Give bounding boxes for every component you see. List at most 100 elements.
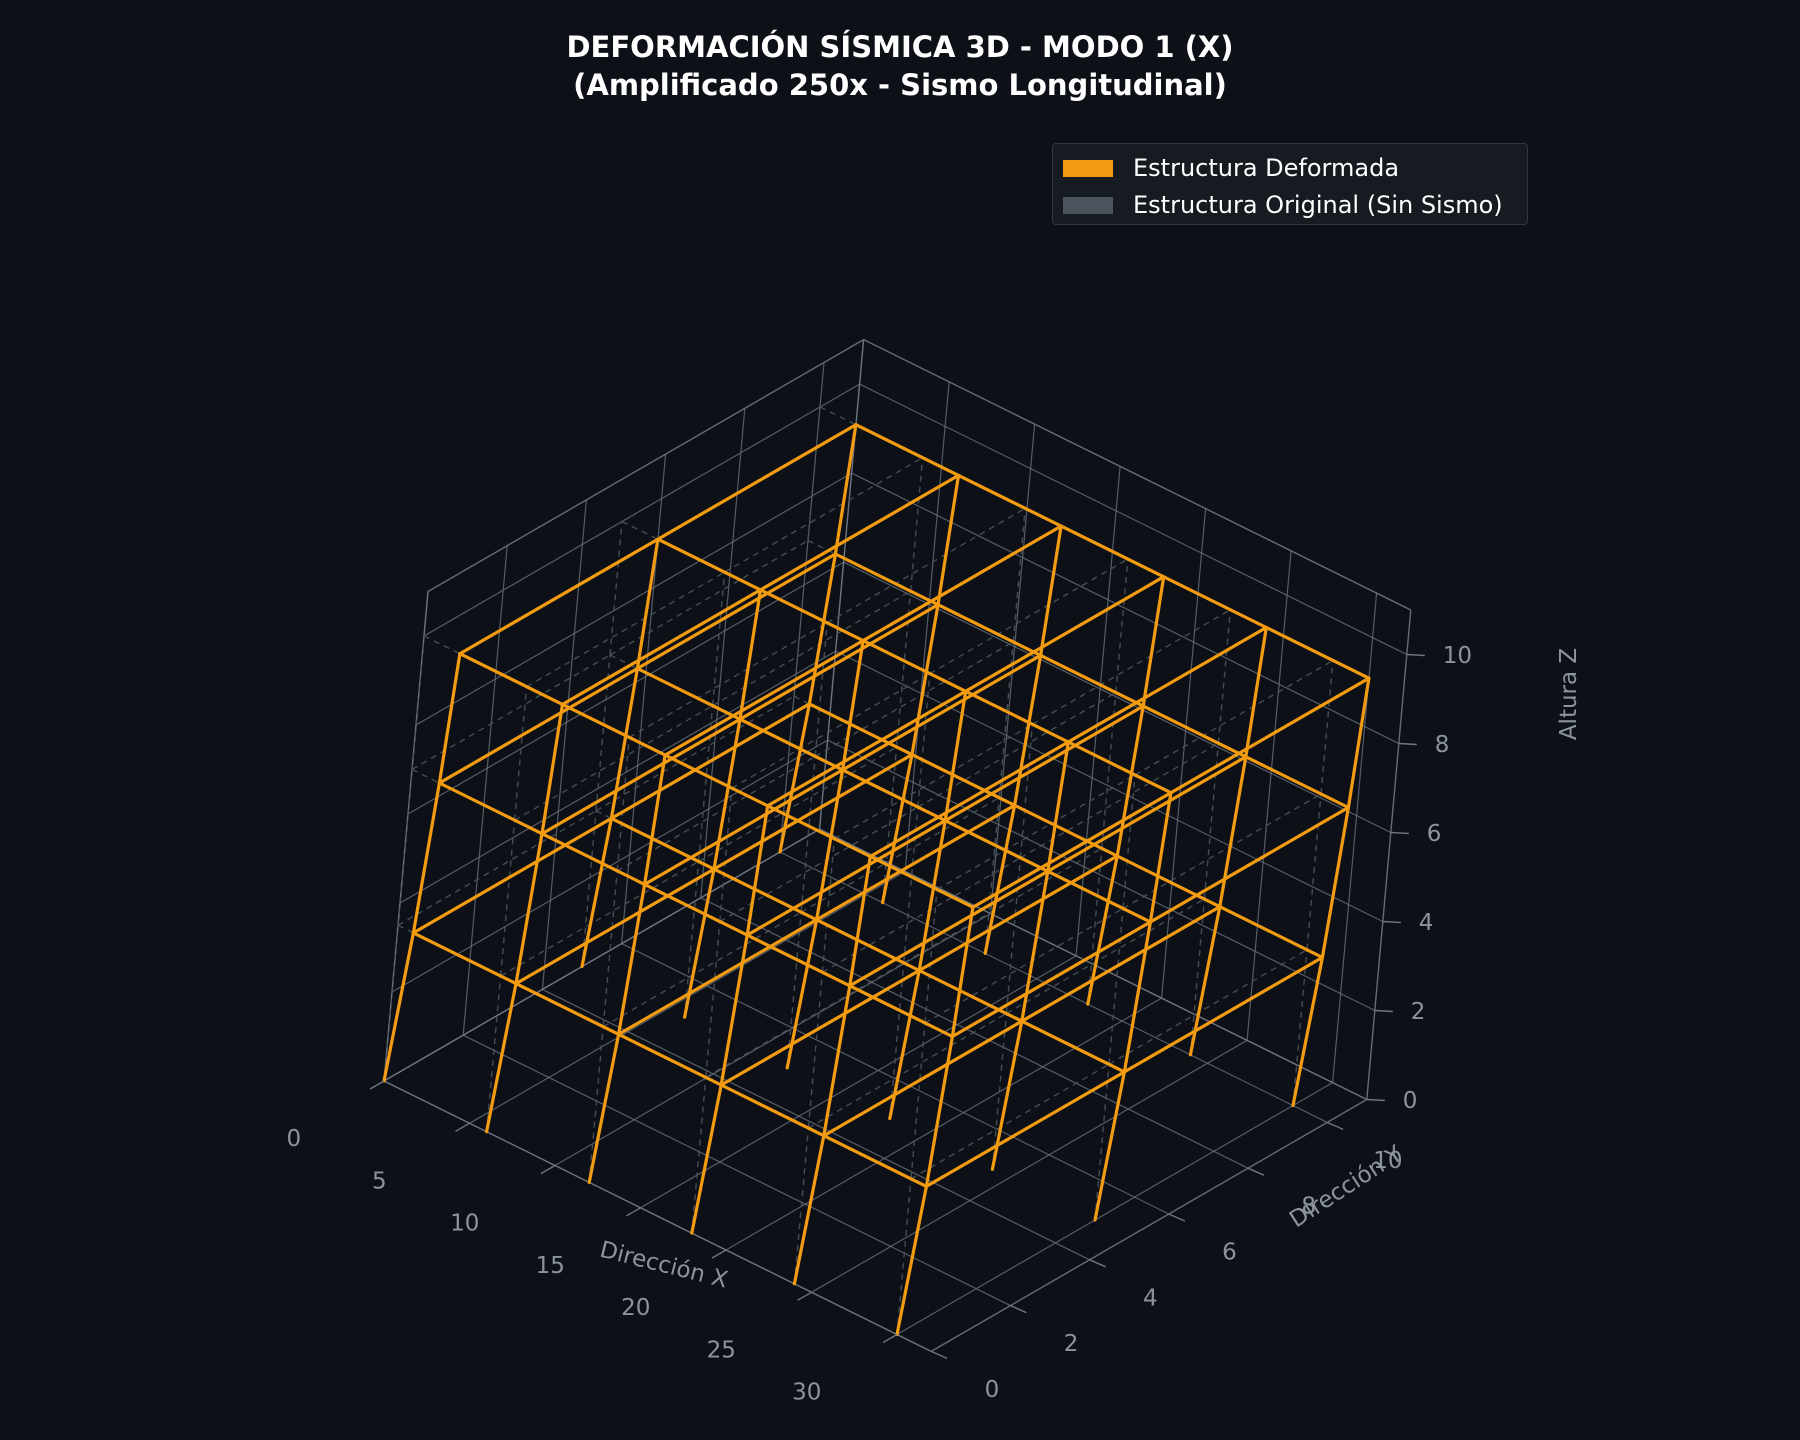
deformed-beam-y [814, 803, 1017, 922]
deformed-column [587, 1032, 621, 1185]
deformed-beam-x [1012, 803, 1119, 858]
original-column [697, 705, 714, 862]
deformed-beam-x [437, 781, 544, 836]
x-tick-mark [711, 1249, 727, 1259]
deformed-beam-x [514, 981, 621, 1036]
original-column [616, 737, 630, 871]
deformed-column [840, 638, 865, 772]
deformed-column [540, 702, 565, 836]
original-column [910, 1022, 926, 1179]
deformed-column [1148, 791, 1173, 924]
deformed-column [1093, 1070, 1127, 1222]
deformed-column [917, 818, 947, 973]
deformed-structure [382, 423, 1371, 1337]
y-tick-label: 10 [1373, 1148, 1402, 1174]
deformed-column [1038, 524, 1063, 658]
deformed-beam-x [854, 423, 961, 477]
deformed-beam-x [411, 931, 518, 986]
original-column [896, 1178, 912, 1335]
original-column [793, 540, 809, 697]
deformed-beam-x [1046, 869, 1153, 924]
deformed-column [437, 652, 462, 785]
deformed-beam-x [1141, 704, 1248, 759]
z-tick-mark [1398, 742, 1417, 746]
deformed-beam-x [917, 968, 1024, 1023]
original-column [609, 521, 623, 656]
original-beam-y [1032, 609, 1231, 725]
z-tick-mark [1374, 1009, 1393, 1013]
deformed-beam-x [943, 818, 1050, 873]
deformed-column [1218, 755, 1248, 909]
original-column [411, 635, 425, 770]
deformed-beam-y [712, 752, 914, 871]
deformed-beam-y [758, 473, 961, 592]
original-column [998, 641, 1014, 798]
chart-title-line1: DEFORMACIÓN SÍSMICA 3D - MODO 1 (X) [566, 30, 1234, 64]
deformed-column [895, 1184, 929, 1337]
gridline-y-side [462, 545, 508, 1036]
original-beam-y [910, 1063, 1110, 1180]
original-beam-y [834, 723, 1033, 840]
deformed-column [792, 1134, 826, 1286]
gridline-x-back [904, 381, 950, 872]
deformed-beam-y [745, 818, 947, 937]
deformed-beam-x [1115, 854, 1222, 909]
deformed-beam-y [663, 638, 865, 757]
original-column [683, 861, 700, 1018]
original-beam-y [423, 520, 623, 637]
gridline-y-side [621, 454, 667, 944]
deformed-beam-y [1148, 805, 1351, 924]
deformed-column [485, 981, 518, 1134]
deformed-beam-y [840, 653, 1043, 772]
original-column [889, 962, 905, 1119]
original-beam-y [903, 847, 1103, 964]
deformed-beam-x [1020, 1019, 1127, 1074]
y-tick-label: 4 [1143, 1285, 1158, 1311]
deformed-beam-y [609, 702, 812, 821]
gridline-y-floor [542, 988, 1090, 1261]
original-beam-y [826, 507, 1026, 624]
x-tick-label: 5 [372, 1168, 387, 1194]
deformed-column [745, 804, 770, 937]
deformed-column [642, 753, 667, 887]
gridline-y-floor [621, 943, 1170, 1215]
deformed-beam-x [540, 832, 647, 887]
deformed-beam-x [560, 702, 667, 757]
y-tick-mark [930, 1350, 948, 1360]
y-axis-label: Dirección Y [1285, 1141, 1408, 1234]
deformed-column [1291, 955, 1325, 1108]
gridline-x-floor [554, 913, 991, 1167]
legend-swatch-deformed [1063, 159, 1113, 177]
z-tick-label: 10 [1443, 643, 1472, 669]
gridline-x-back [1161, 508, 1207, 999]
deformed-column [514, 832, 544, 986]
y-tick-mark [1326, 1121, 1344, 1131]
deformed-beam-y [1122, 955, 1325, 1074]
deformed-beam-x [848, 984, 955, 1039]
deformed-column [1012, 653, 1043, 807]
original-beam-y [1134, 659, 1334, 776]
original-column [499, 820, 516, 977]
deformed-beam-y [964, 575, 1166, 693]
pane-edge [930, 1098, 1368, 1353]
original-column [1122, 774, 1136, 909]
original-column [1108, 908, 1124, 1065]
legend-swatch-original [1063, 196, 1113, 214]
deformed-beam-x [712, 867, 819, 922]
deformed-beam-x [738, 717, 845, 772]
deformed-beam-y [656, 423, 858, 541]
original-column [1094, 1064, 1110, 1221]
deformed-beam-x [719, 1083, 826, 1138]
deformed-column [1122, 920, 1153, 1074]
deformed-column [1046, 740, 1070, 873]
deformed-beam-y [943, 704, 1145, 823]
deformed-beam-x [745, 933, 852, 988]
deformed-beam-x [1162, 575, 1268, 630]
original-column [711, 572, 726, 706]
z-tick-label: 4 [1419, 910, 1434, 936]
original-beam-y [500, 860, 699, 977]
deformed-beam-x [807, 702, 914, 757]
x-tick-mark [455, 1122, 470, 1132]
deformed-beam-y [1066, 625, 1268, 744]
deformed-beam-y [411, 816, 614, 935]
